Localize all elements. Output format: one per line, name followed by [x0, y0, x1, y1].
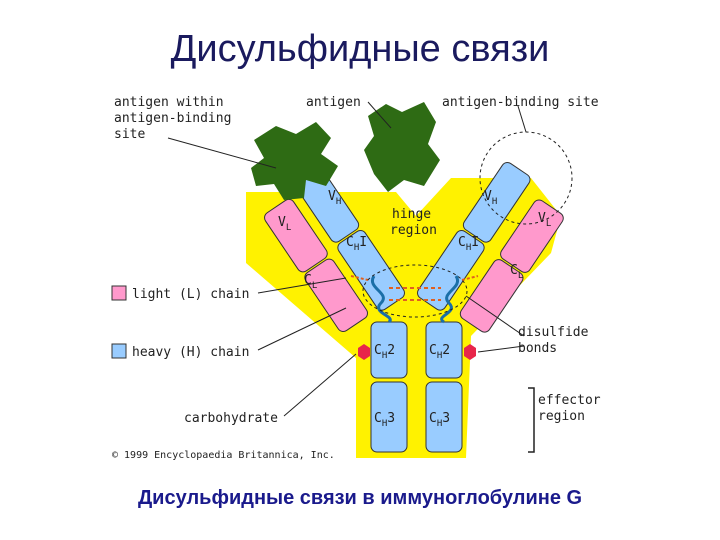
label-antigen-binding-site: antigen-binding site: [442, 95, 599, 110]
label-antigen-within-2: antigen-binding: [114, 111, 231, 126]
antigen-bound-shape: [251, 122, 338, 200]
slide-title: Дисульфидные связи: [170, 28, 550, 70]
label-antigen-within-3: site: [114, 127, 145, 142]
antigen-free-shape: [364, 102, 440, 192]
domain-left-ch2: CH2: [374, 343, 395, 361]
label-hinge-1: hinge: [392, 207, 431, 222]
domain-right-ch2: CH2: [429, 343, 450, 361]
carbohydrate-right-icon: [464, 344, 476, 360]
domain-right-ch3: CH3: [429, 411, 450, 429]
slide-caption: Дисульфидные связи в иммуноглобулине G: [137, 487, 583, 509]
domain-left-vl: VL: [278, 215, 291, 233]
domain-labels: VL CL VH CHI VH CHI VL CL CH2 CH2 CH3 CH…: [278, 189, 551, 429]
domain-right-vl: VL: [538, 211, 551, 229]
domain-left-ch3: CH3: [374, 411, 395, 429]
label-heavy-chain: heavy (H) chain: [132, 345, 249, 360]
label-antigen: antigen: [306, 95, 361, 110]
label-disulfide-1: disulfide: [518, 325, 589, 340]
label-hinge-2: region: [390, 223, 437, 238]
left-heavy-chain: [291, 162, 405, 311]
copyright-notice: © 1999 Encyclopaedia Britannica, Inc.: [112, 450, 335, 461]
carbohydrate-left-icon: [358, 344, 370, 360]
domain-right-vh: VH: [484, 189, 497, 207]
label-antigen-within-1: antigen within: [114, 95, 224, 110]
label-effector-1: effector: [538, 393, 601, 408]
domain-right-ch1: CHI: [458, 235, 479, 253]
domain-left-ch1: CHI: [346, 235, 367, 253]
effector-bracket: [528, 387, 535, 453]
light-chain-swatch: [111, 285, 127, 301]
label-effector-2: region: [538, 409, 585, 424]
stem-left-ch3: [370, 381, 408, 453]
antibody-diagram: antigen within antigen-binding site anti…: [106, 88, 610, 466]
left-light-chain: [264, 198, 368, 332]
right-heavy-chain: [417, 162, 531, 311]
label-carbohydrate: carbohydrate: [184, 411, 278, 426]
domain-left-vh: VH: [328, 189, 341, 207]
domain-left-cl: CL: [304, 273, 317, 291]
hinge-disulfide-bonds: [350, 275, 479, 301]
label-light-chain: light (L) chain: [132, 287, 249, 302]
stem-right-ch3: [425, 381, 463, 453]
domain-right-cl: CL: [510, 263, 523, 281]
label-disulfide-2: bonds: [518, 341, 557, 356]
antibody-figure: antigen within antigen-binding site anti…: [106, 88, 610, 466]
hinge-circle: [362, 264, 468, 318]
leader-lines: [167, 101, 527, 417]
heavy-chain-swatch: [111, 343, 127, 359]
hinge-strands: [370, 275, 460, 324]
